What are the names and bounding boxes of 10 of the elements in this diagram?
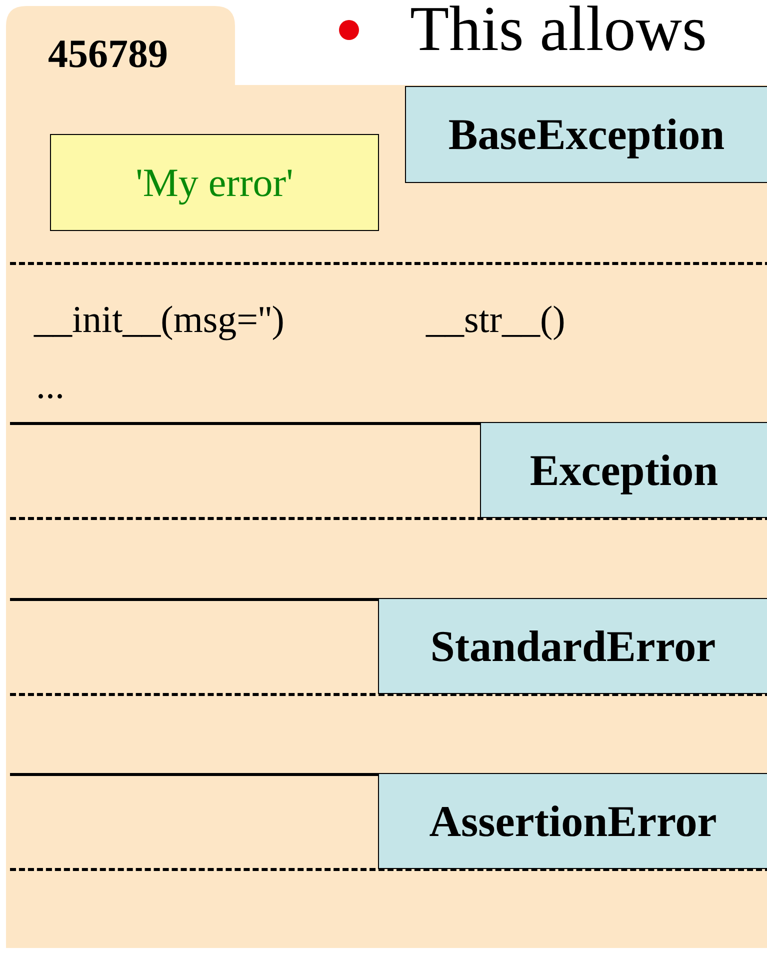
class-box: BaseException <box>405 86 767 183</box>
class-box: AssertionError <box>378 773 767 869</box>
value-box: 'My error' <box>50 134 379 231</box>
method-text: __str__() <box>426 298 566 342</box>
ellipsis-text: ... <box>36 364 64 408</box>
class-box: Exception <box>480 422 767 518</box>
folder-title: 456789 <box>48 30 168 78</box>
method-text: __init__(msg='') <box>34 298 284 342</box>
class-box: StandardError <box>378 598 767 694</box>
bullet-text: This allows <box>410 0 707 66</box>
